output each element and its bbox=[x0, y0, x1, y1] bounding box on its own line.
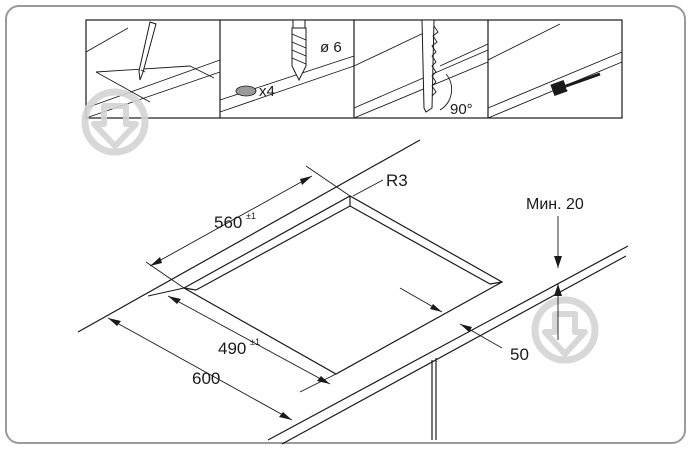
instruction-strip bbox=[85, 19, 623, 119]
drill-hole-icon bbox=[235, 85, 257, 97]
panel-sealing bbox=[487, 23, 623, 119]
worktop-front-lower-edge bbox=[281, 255, 627, 445]
hole-count-label: x4 bbox=[259, 83, 275, 100]
angle-arc bbox=[439, 73, 453, 111]
worktop-depth-dim-line bbox=[107, 317, 293, 421]
edge-distance-label: 50 bbox=[510, 345, 529, 364]
width-tolerance: ±1 bbox=[246, 211, 256, 221]
worktop-back-edge bbox=[77, 139, 421, 333]
depth-label: 490 bbox=[218, 339, 246, 358]
worktop-depth-label: 600 bbox=[192, 369, 220, 388]
saw-blade-icon bbox=[421, 19, 439, 113]
worktop-drawing: R3 560 ±1 490 ±1 600 50 Мин. 20 bbox=[77, 139, 629, 445]
radius-leader bbox=[352, 179, 384, 197]
depth-tolerance: ±1 bbox=[250, 337, 260, 347]
angle-label: 90° bbox=[450, 101, 473, 118]
sealant-brush-icon bbox=[550, 72, 601, 97]
watermark-arrow-icon bbox=[81, 88, 149, 156]
radius-label: R3 bbox=[386, 171, 408, 190]
panel-sawing: 90° bbox=[353, 19, 489, 119]
width-dim-line bbox=[149, 175, 313, 267]
depth-dim-line bbox=[167, 295, 331, 385]
drill-diameter-label: ø 6 bbox=[320, 39, 342, 56]
min-clearance-label: Мин. 20 bbox=[526, 196, 584, 213]
watermark-arrow-icon-right bbox=[531, 296, 599, 364]
width-label: 560 bbox=[214, 213, 242, 232]
panel-drilling: x4 ø 6 bbox=[219, 19, 355, 113]
cutout-opening bbox=[182, 195, 504, 375]
panel-marking bbox=[85, 21, 221, 119]
drill-bit-icon bbox=[291, 19, 307, 82]
worktop-front-edge bbox=[267, 245, 629, 441]
pencil-icon bbox=[138, 21, 157, 81]
